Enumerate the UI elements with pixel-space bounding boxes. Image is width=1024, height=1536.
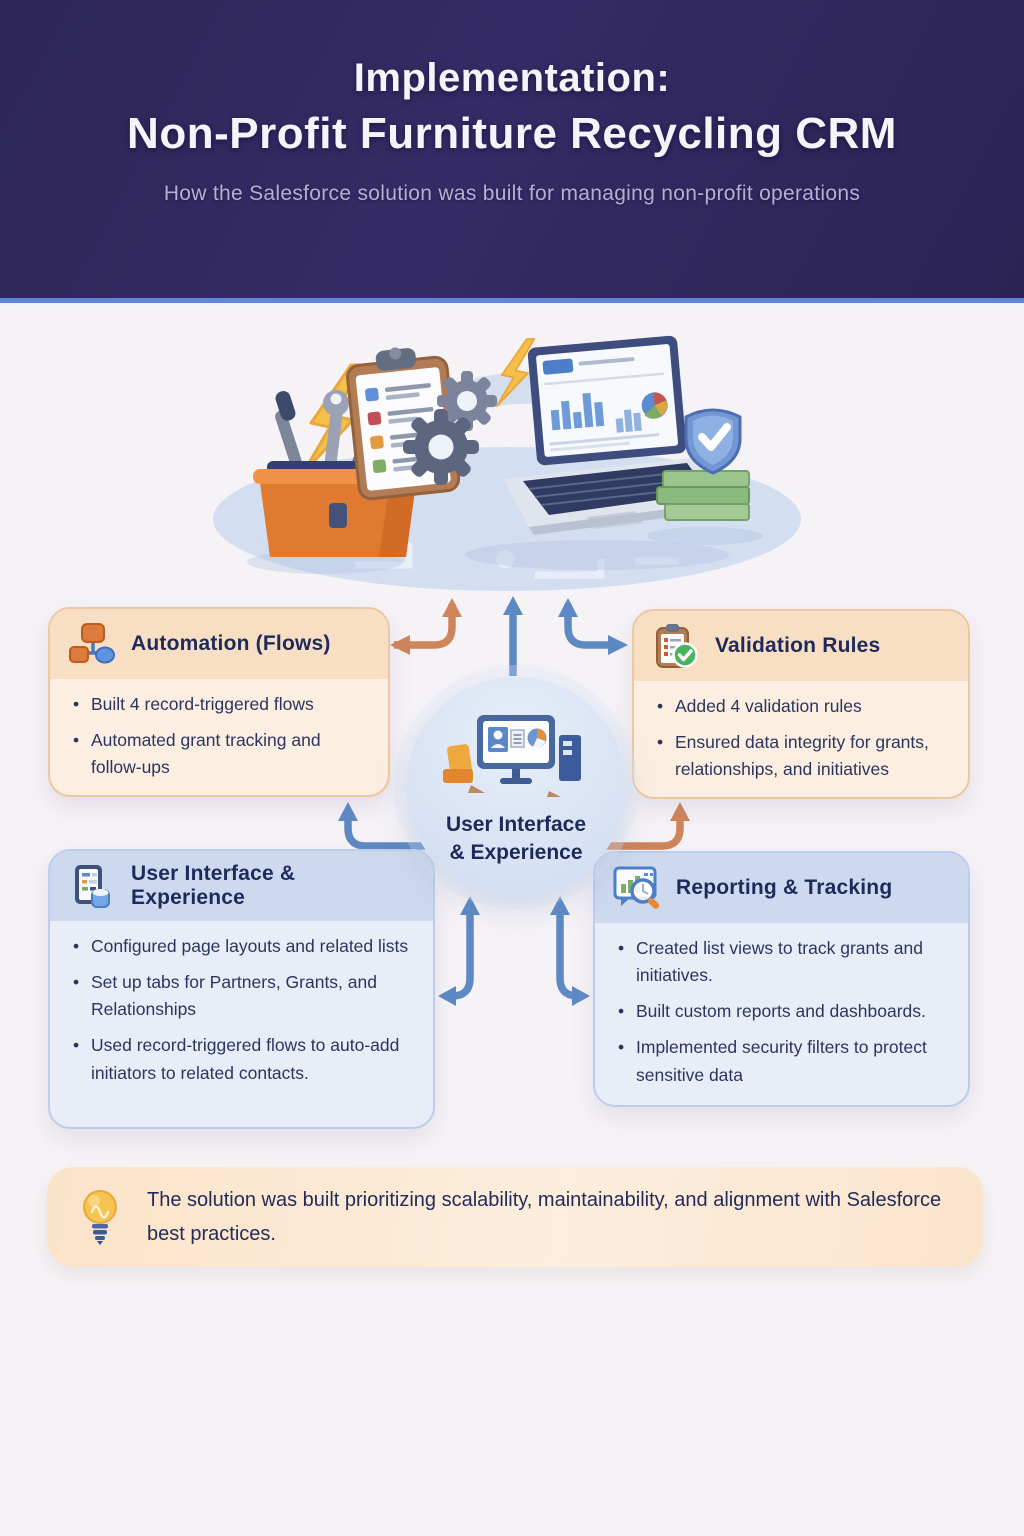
card-ui-bullets: Configured page layouts and related list… — [50, 933, 433, 1087]
bullet-item: Used record-triggered flows to auto-add … — [66, 1032, 413, 1086]
bullet-item: Added 4 validation rules — [650, 693, 948, 720]
card-automation-bullets: Built 4 record-triggered flowsAutomated … — [50, 691, 388, 781]
hub-label: User Interface & Experience — [446, 811, 586, 868]
crm-tools-laptop-illustration — [213, 335, 801, 591]
report-magnifier-icon — [613, 866, 660, 909]
card-automation-header: Automation (Flows) — [50, 609, 388, 679]
gear-icon — [403, 409, 479, 485]
arrow-up-center — [503, 596, 523, 676]
card-ui-experience: User Interface & Experience Configured p… — [48, 849, 435, 1129]
shield-check-icon — [684, 408, 742, 475]
bullet-item: Automated grant tracking and follow-ups — [66, 727, 368, 781]
card-reporting-bullets: Created list views to track grants and i… — [595, 935, 968, 1089]
bullet-item: Configured page layouts and related list… — [66, 933, 413, 960]
card-reporting: Reporting & Tracking Created list views … — [593, 851, 970, 1107]
arrow-ui — [438, 896, 480, 1006]
bullet-item: Implemented security filters to protect … — [611, 1034, 948, 1088]
hub-label-line2: & Experience — [449, 841, 583, 864]
card-automation-title: Automation (Flows) — [131, 632, 331, 655]
card-reporting-title: Reporting & Tracking — [676, 876, 893, 899]
lightning-bolt-icon — [496, 338, 536, 407]
card-validation: Validation Rules Added 4 validation rule… — [632, 609, 970, 800]
clipboard-check-icon — [656, 624, 698, 668]
hub-user-interface-experience: User Interface & Experience — [406, 677, 626, 897]
books-stack-icon — [656, 470, 750, 521]
page-subtitle: How the Salesforce solution was built fo… — [163, 182, 861, 206]
card-reporting-header: Reporting & Tracking — [595, 853, 968, 923]
hub-label-line1: User Interface — [445, 812, 587, 836]
takeaway-note: The solution was built prioritizing scal… — [47, 1167, 983, 1267]
bullet-item: Created list views to track grants and i… — [611, 935, 948, 989]
card-validation-title: Validation Rules — [715, 634, 881, 657]
page-title-line2: Non-Profit Furniture Recycling CRM — [127, 109, 897, 158]
card-automation: Automation (Flows) Built 4 record-trigge… — [48, 607, 390, 798]
arrow-automation — [390, 598, 462, 655]
bullet-item: Built custom reports and dashboards. — [611, 998, 948, 1025]
card-ui-header: User Interface & Experience — [50, 851, 433, 921]
card-validation-header: Validation Rules — [634, 611, 968, 681]
card-validation-bullets: Added 4 validation rulesEnsured data int… — [634, 693, 968, 783]
arrow-reporting — [550, 896, 590, 1006]
flow-diagram-icon — [69, 623, 115, 664]
page-layout-icon — [75, 865, 110, 908]
takeaway-note-text: The solution was built prioritizing scal… — [147, 1189, 942, 1245]
page-title-line1: Implementation: — [353, 56, 671, 100]
bullet-item: Ensured data integrity for grants, relat… — [650, 729, 948, 783]
bullet-item: Set up tabs for Partners, Grants, and Re… — [66, 969, 413, 1023]
lightbulb-icon — [83, 1190, 117, 1245]
card-ui-title: User Interface & Experience — [131, 862, 296, 909]
gear-icon — [437, 371, 497, 431]
desktop-monitor-icon — [443, 714, 581, 797]
bullet-item: Built 4 record-triggered flows — [66, 691, 368, 718]
arrow-validation — [558, 598, 628, 655]
header: Implementation: Non-Profit Furniture Rec… — [0, 0, 1024, 305]
